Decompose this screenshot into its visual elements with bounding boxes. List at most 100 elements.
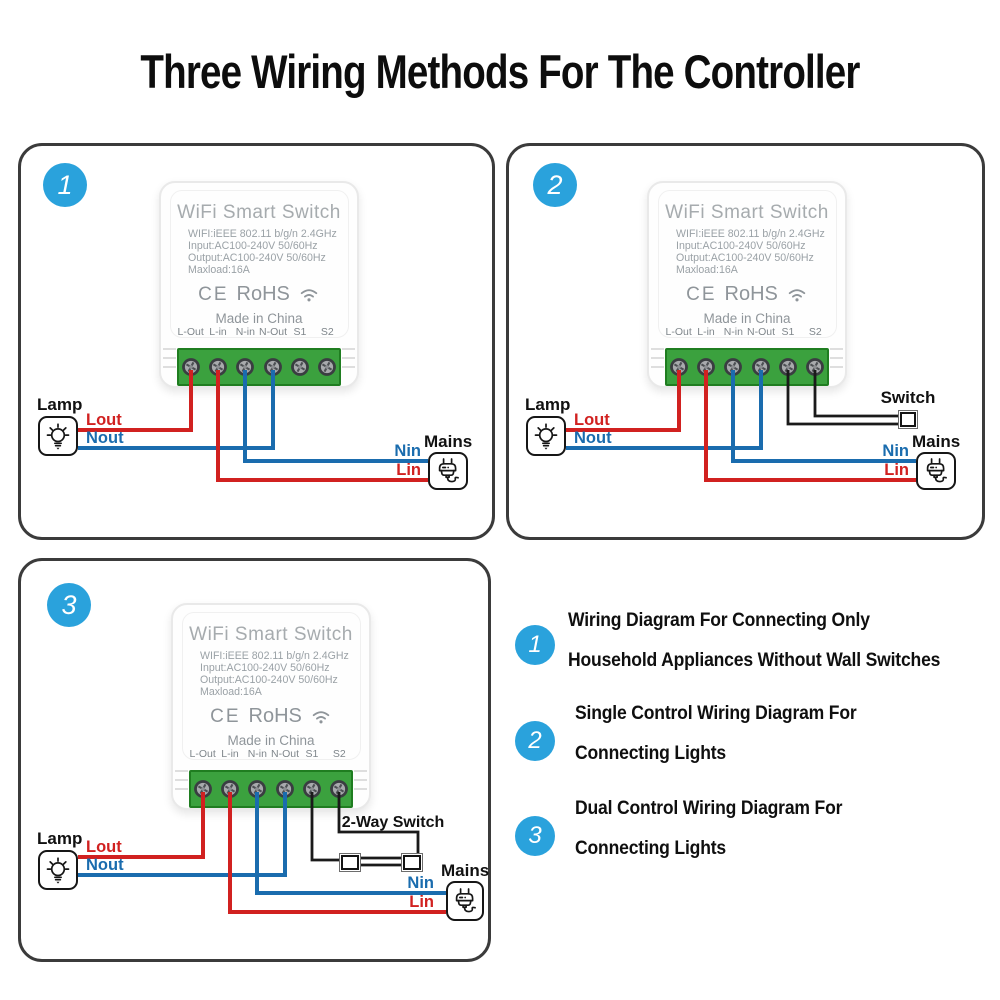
device-spec-line: Input:AC100-240V 50/60Hz <box>676 239 806 252</box>
terminal-label: L-in <box>697 326 715 338</box>
nout-wire-label: Nout <box>574 429 612 447</box>
rohs-mark: RoHS <box>724 283 778 305</box>
terminal-label: N-Out <box>746 326 775 338</box>
device-spec-line: Output:AC100-240V 50/60Hz <box>200 673 338 686</box>
nin-wire-label: Nin <box>394 442 421 460</box>
terminal-block <box>189 770 353 808</box>
legend-3-text: Dual Control Wiring Diagram For Connecti… <box>575 788 842 868</box>
made-in-label: Made in China <box>703 311 791 326</box>
terminal-label: S2 <box>332 748 346 760</box>
device-certification-row: CE RoHS <box>649 283 845 306</box>
terminal-label: L-Out <box>177 326 204 338</box>
ce-mark: CE <box>210 705 241 727</box>
terminal-label: N-Out <box>270 748 299 760</box>
device-spec-line: WIFI:iEEE 802.11 b/g/n 2.4GHz <box>188 228 337 240</box>
legend-3-number-badge: 3 <box>515 816 555 856</box>
vent-line <box>830 348 843 350</box>
rohs-mark: RoHS <box>236 283 290 305</box>
mains-label: Mains <box>424 432 473 451</box>
switch-label: Switch <box>880 388 936 407</box>
smart-switch-device: WiFi Smart Switch WIFI:iEEE 802.11 b/g/n… <box>159 181 359 388</box>
legend-line: Dual Control Wiring Diagram For <box>575 797 843 819</box>
device-spec-line: WIFI:iEEE 802.11 b/g/n 2.4GHz <box>676 228 825 240</box>
lamp-label: Lamp <box>37 395 83 414</box>
device-specs: WIFI:iEEE 802.11 b/g/n 2.4GHz Input:AC10… <box>676 228 825 277</box>
terminal-labels: L-Out L-in N-in N-Out S1 S2 <box>177 326 341 338</box>
legend-line: Connecting Lights <box>575 742 726 764</box>
terminal-screws <box>181 357 337 377</box>
vent-line <box>651 366 664 368</box>
rohs-mark: RoHS <box>248 705 302 727</box>
lout-wire-label: Lout <box>86 411 122 429</box>
wifi-icon <box>298 286 320 303</box>
nout-wire-label: Nout <box>86 429 124 447</box>
device-face-panel <box>182 612 361 760</box>
legend-1-number-badge: 1 <box>515 625 555 665</box>
device-face-panel <box>658 190 837 338</box>
device-face-panel <box>170 190 349 338</box>
vent-line <box>163 348 176 350</box>
vent-line <box>163 366 176 368</box>
vent-line <box>830 366 843 368</box>
terminal-label: N-in <box>235 326 255 338</box>
legend-2-number-badge: 2 <box>515 721 555 761</box>
vent-line <box>342 348 355 350</box>
terminal-label: S2 <box>320 326 334 338</box>
device-certification-row: CE RoHS <box>173 705 369 728</box>
terminal-label: N-in <box>247 748 267 760</box>
terminal-label: S1 <box>293 326 307 338</box>
panel-3-number-badge: 3 <box>47 583 91 627</box>
terminal-block <box>665 348 829 386</box>
lin-wire-label: Lin <box>396 461 421 479</box>
lamp-label: Lamp <box>37 829 83 848</box>
wiring-panel-1: 1 WiFi Smart Switch WIFI:iEEE 802.11 b/g… <box>18 143 495 540</box>
page-title: Three Wiring Methods For The Controller <box>140 45 860 98</box>
panel-2-number-badge: 2 <box>533 163 577 207</box>
vent-line <box>354 788 367 790</box>
terminal-screws <box>193 779 349 799</box>
mains-plug-icon <box>446 881 484 921</box>
device-spec-line: Maxload:16A <box>676 263 738 276</box>
wifi-icon <box>310 708 332 725</box>
terminal-label: L-Out <box>189 748 216 760</box>
made-in-label: Made in China <box>215 311 303 326</box>
device-spec-line: Output:AC100-240V 50/60Hz <box>676 251 814 264</box>
terminal-block <box>177 348 341 386</box>
terminal-label: L-in <box>209 326 227 338</box>
vent-line <box>175 770 188 772</box>
device-specs: WIFI:iEEE 802.11 b/g/n 2.4GHz Input:AC10… <box>188 228 337 277</box>
wall-switch-icon <box>339 853 361 872</box>
terminal-screws <box>669 357 825 377</box>
terminal-labels: L-Out L-in N-in N-Out S1 S2 <box>665 326 829 338</box>
terminal-label: S2 <box>808 326 822 338</box>
smart-switch-device: WiFi Smart Switch WIFI:iEEE 802.11 b/g/n… <box>647 181 847 388</box>
lout-wire-label: Lout <box>574 411 610 429</box>
wiring-panel-3: 3 WiFi Smart Switch WIFI:iEEE 802.11 b/g… <box>18 558 491 962</box>
lamp-icon <box>38 416 78 456</box>
device-spec-line: WIFI:iEEE 802.11 b/g/n 2.4GHz <box>200 650 349 662</box>
wall-switch-icon <box>401 853 423 872</box>
terminal-label: S1 <box>305 748 319 760</box>
vent-line <box>175 788 188 790</box>
vent-line <box>651 348 664 350</box>
device-title: WiFi Smart Switch <box>665 202 829 223</box>
vent-line <box>651 357 664 359</box>
panel-1-number-badge: 1 <box>43 163 87 207</box>
terminal-label: N-Out <box>258 326 287 338</box>
device-specs: WIFI:iEEE 802.11 b/g/n 2.4GHz Input:AC10… <box>200 650 349 699</box>
mains-plug-icon <box>916 452 956 490</box>
vent-line <box>354 770 367 772</box>
legend-line: Single Control Wiring Diagram For <box>575 702 857 724</box>
vent-line <box>175 779 188 781</box>
legend-line: Connecting Lights <box>575 837 726 859</box>
legend-item-2: 2 Single Control Wiring Diagram For Conn… <box>515 693 888 773</box>
device-spec-line: Maxload:16A <box>188 263 250 276</box>
terminal-label: S1 <box>781 326 795 338</box>
terminal-label: L-Out <box>665 326 692 338</box>
legend-2-text: Single Control Wiring Diagram For Connec… <box>575 693 857 773</box>
device-spec-line: Input:AC100-240V 50/60Hz <box>188 239 318 252</box>
legend-1-text: Wiring Diagram For Connecting Only House… <box>568 600 940 680</box>
smart-switch-device: WiFi Smart Switch WIFI:iEEE 802.11 b/g/n… <box>171 603 371 810</box>
device-spec-line: Input:AC100-240V 50/60Hz <box>200 661 330 674</box>
device-spec-line: Maxload:16A <box>200 685 262 698</box>
